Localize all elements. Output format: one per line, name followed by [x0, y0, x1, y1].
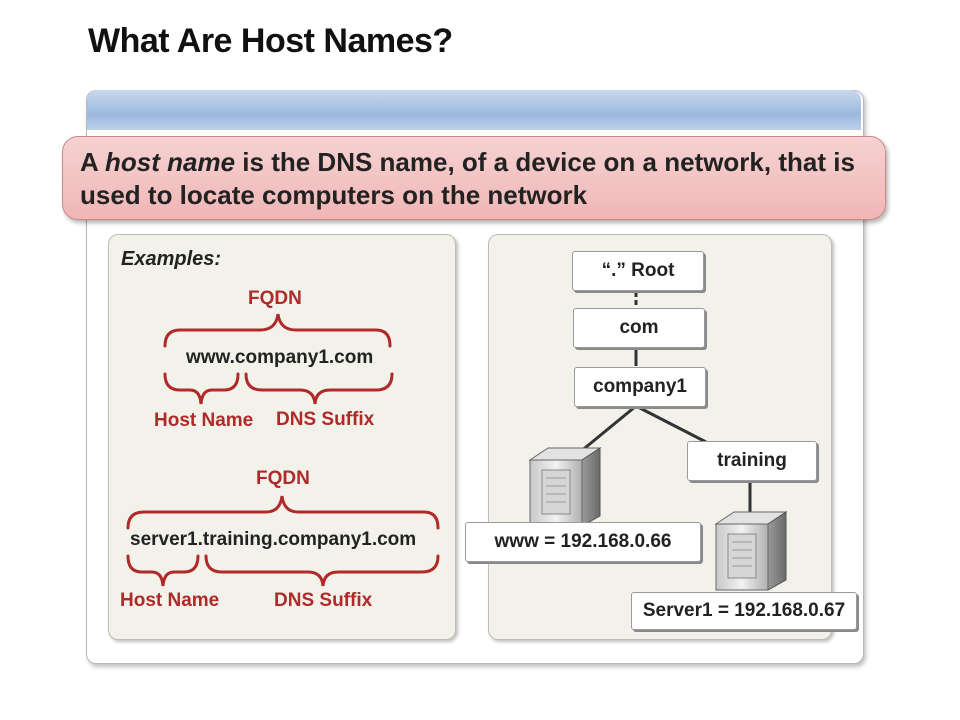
page-title: What Are Host Names?	[88, 22, 453, 60]
definition-banner	[62, 136, 886, 220]
server-icon	[714, 511, 788, 591]
fqdn-label-2: FQDN	[256, 468, 310, 489]
edge-company1-www	[579, 404, 637, 454]
fqdn-label-1: FQDN	[248, 288, 302, 309]
definition-prefix: A	[80, 147, 106, 177]
dns-suffix-label-2: DNS Suffix	[274, 590, 373, 611]
tree-node-training: training	[687, 441, 817, 481]
host-record-server1: Server1 = 192.168.0.67	[631, 592, 857, 630]
fqdn-brace-2	[126, 495, 440, 530]
suffix-brace-2	[204, 554, 440, 587]
definition-text: A host name is the DNS name, of a device…	[80, 146, 880, 212]
suffix-brace-1	[244, 372, 394, 405]
definition-rest: is the DNS name, of a device on a networ…	[235, 147, 855, 177]
host-name-label-1: Host Name	[154, 410, 254, 431]
tree-node-root: “.” Root	[572, 251, 704, 291]
server-icon	[528, 447, 602, 527]
example-name-2: server1.training.company1.com	[130, 529, 417, 550]
examples-heading: Examples:	[121, 248, 222, 270]
definition-line2: used to locate computers on the network	[80, 180, 588, 210]
host-brace-1	[163, 372, 240, 405]
edge-company1-training	[635, 404, 707, 444]
host-name-label-2: Host Name	[120, 590, 220, 611]
tree-node-com: com	[573, 308, 705, 348]
tree-node-company1: company1	[574, 367, 706, 407]
host-brace-2	[126, 554, 200, 587]
fqdn-brace-1	[163, 313, 392, 348]
host-record-www: www = 192.168.0.66	[465, 522, 701, 562]
dns-suffix-label-1: DNS Suffix	[276, 409, 375, 430]
example-name-1: www.company1.com	[186, 347, 374, 368]
definition-term: host name	[105, 147, 236, 177]
frame-header-band	[87, 90, 861, 130]
